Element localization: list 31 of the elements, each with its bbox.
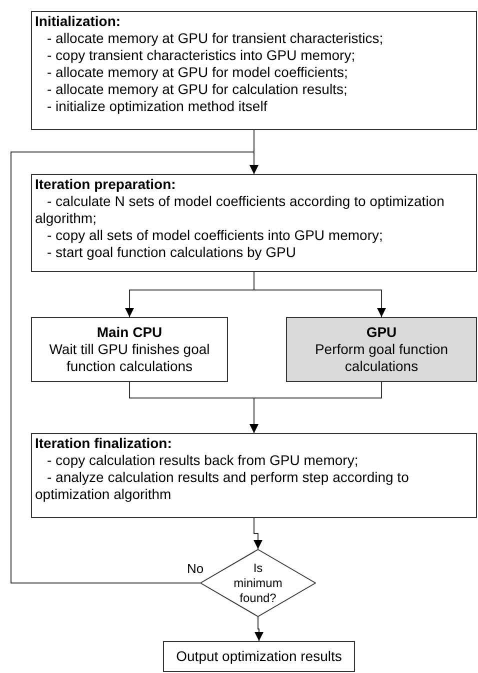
process-box [163,641,355,672]
box-text: Output optimization results [176,647,342,666]
step-text: - allocate memory at GPU for calculation results; [46,81,348,98]
arrow [250,382,382,434]
box-text: Wait till GPU finishes goal function calculations [48,341,211,375]
arrow [254,616,264,642]
process-box [31,11,477,130]
step-text: - calculate N sets of model coefficients according to optimization algorithm; [35,193,446,227]
process-box [286,317,477,382]
arrow [254,272,386,318]
box-heading: Iteration finalization: [35,435,173,452]
step-text: - copy all sets of model coefficients into GPU memory; [46,227,384,244]
step-text: - initialize optimization method itself [46,98,268,115]
arrow [10,152,258,584]
step-text: - allocate memory at GPU for transient characteristics; [46,30,384,47]
step-text: - copy transient characteristics into GPU memory; [46,47,356,64]
step-text: - analyze calculation results and perform step according to optimization algorithm [35,469,410,503]
box-heading: Main CPU [96,324,162,341]
process-box [31,174,477,272]
arrow [254,518,262,550]
box-heading: GPU [366,324,397,341]
edge-label: No [186,561,205,576]
step-text: - allocate memory at GPU for model coefficients; [46,64,349,81]
process-box [31,433,477,518]
step-text: - copy calculation results back from GPU memory; [46,452,360,469]
box-heading: Iteration preparation: [35,176,177,193]
process-box [31,317,228,382]
step-text: - start goal function calculations by GPU [46,244,298,261]
box-heading: Initialization: [35,13,122,30]
box-text: Perform goal function calculations [314,341,450,375]
decision-text: Is minimum found? [232,560,284,606]
